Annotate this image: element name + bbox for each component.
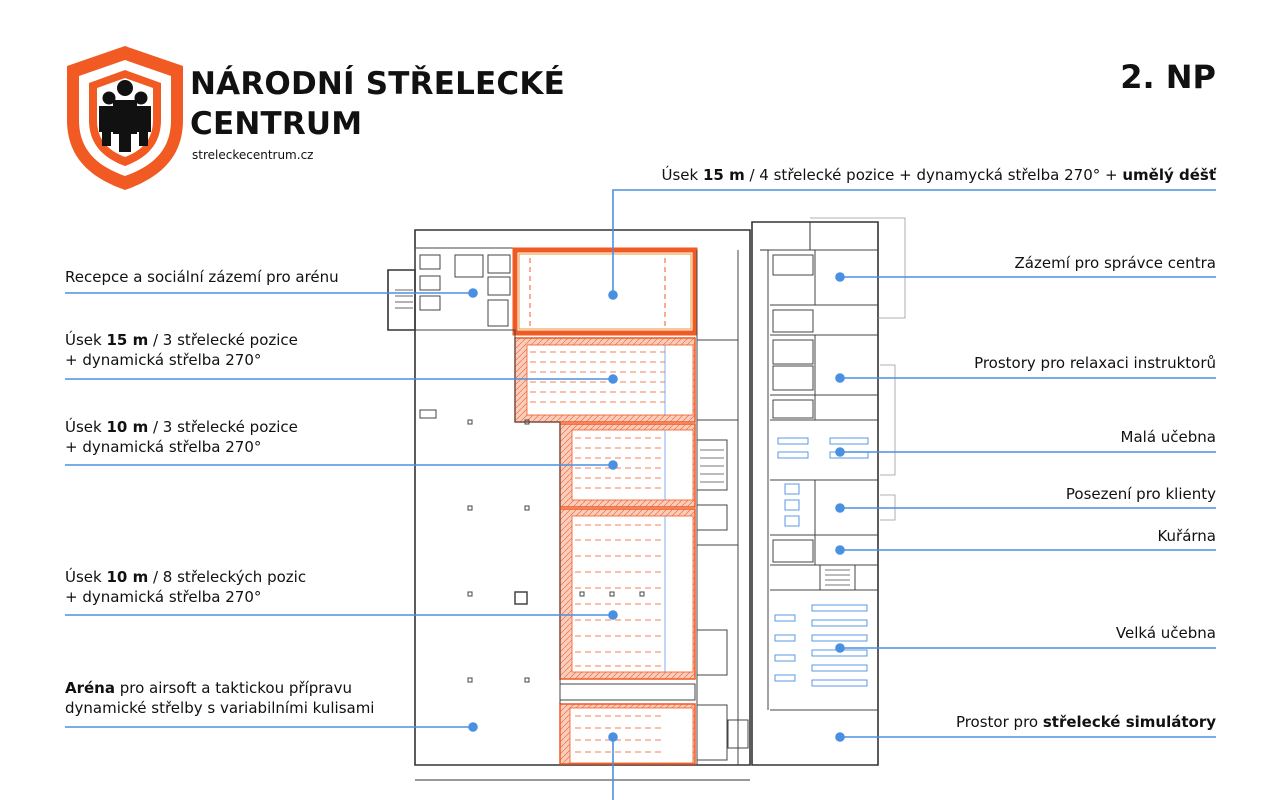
arena-walls [415, 329, 696, 704]
range-15m-3pos [514, 337, 696, 423]
brand-line-1: NÁRODNÍ STŘELECKÉ [190, 66, 565, 102]
corridor-zone [696, 250, 749, 765]
reception-block [395, 247, 516, 331]
floor-label: 2. NP [1120, 58, 1216, 96]
label-velka-ucebna: Velká učebna [1115, 624, 1216, 642]
right-wing-rooms [767, 249, 896, 711]
label-usek10-3: Úsek 10 m / 3 střelecké pozice + dynamic… [65, 418, 298, 456]
building-outline [387, 217, 906, 781]
label-top-range: Úsek 15 m / 4 střelecké pozice + dynamyc… [661, 166, 1217, 184]
label-recepce: Recepce a sociální zázemí pro arénu [65, 268, 339, 286]
label-posezeni: Posezení pro klienty [1065, 485, 1216, 503]
logo-shield-icon [67, 46, 183, 190]
brand-line-2: CENTRUM [190, 106, 363, 142]
label-kurarna: Kuřárna [1157, 527, 1216, 545]
range-bottom [559, 703, 696, 765]
brand-title: NÁRODNÍ STŘELECKÉ CENTRUM [190, 64, 565, 144]
label-usek10-8: Úsek 10 m / 8 střeleckých pozic + dynami… [65, 568, 307, 606]
range-10m-8pos [559, 508, 696, 680]
label-relax: Prostory pro relaxaci instruktorů [974, 354, 1216, 372]
label-simulatory: Prostor pro střelecké simulátory [955, 713, 1216, 731]
label-arena: Aréna pro airsoft a taktickou přípravu d… [65, 679, 375, 717]
label-usek15-3: Úsek 15 m / 3 střelecké pozice + dynamic… [65, 331, 298, 369]
label-zazemi: Zázemí pro správce centra [1014, 254, 1216, 272]
range-15m-rain [512, 247, 698, 336]
leader-lines [65, 189, 1216, 800]
label-mala-ucebna: Malá učebna [1120, 428, 1216, 446]
website-link[interactable]: streleckecentrum.cz [192, 148, 314, 162]
